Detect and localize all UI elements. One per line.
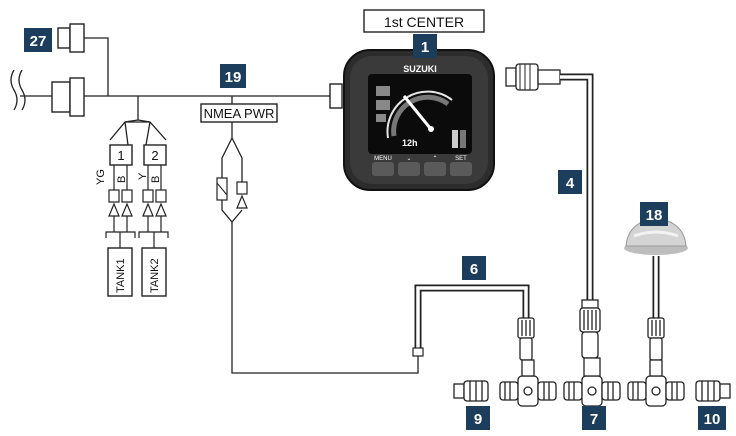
badge-18-text: 18	[646, 207, 663, 224]
break-mark	[10, 69, 18, 111]
badge-9: 9	[466, 406, 490, 430]
harness-connector-body	[69, 77, 85, 117]
branch-split	[124, 119, 139, 123]
badge-18: 18	[640, 202, 668, 226]
drop-connector-center	[579, 299, 601, 359]
nmea-pwr-join	[221, 200, 243, 224]
tank-wires	[113, 165, 162, 190]
connector-27	[57, 27, 71, 49]
badge-4: 4	[558, 170, 582, 194]
badge-6: 6	[462, 256, 486, 280]
badge-10: 10	[698, 406, 726, 430]
harness-connector	[51, 81, 71, 113]
wire-color-label: B	[150, 176, 162, 183]
tank1-box	[107, 247, 133, 297]
badge-19-text: 19	[225, 69, 242, 86]
badge-19: 19	[220, 64, 246, 88]
nmea-pwr-terminal	[236, 181, 248, 195]
first-center-box	[363, 9, 485, 33]
drop-connector-right	[647, 317, 665, 361]
sender-box-2-label: 2	[151, 148, 158, 163]
terminator-9	[453, 380, 489, 402]
sender-box-1	[109, 144, 133, 166]
badge-1-text: 1	[421, 39, 429, 56]
badge-4-text: 4	[566, 175, 575, 192]
gauge-menu-label: MENU	[374, 156, 392, 162]
gauge-backbone-connector	[505, 63, 561, 91]
badge-10-text: 10	[704, 411, 721, 428]
badge-6-text: 6	[470, 261, 478, 278]
tank1-label: TANK1	[115, 258, 127, 293]
nmea-pwr-split	[221, 137, 233, 178]
t-connector-center	[563, 357, 621, 407]
drop-connector-left	[517, 317, 535, 361]
tank2-box	[141, 247, 167, 297]
terminator-10	[695, 380, 731, 402]
badge-7: 7	[582, 406, 606, 430]
t-connector-left	[499, 359, 557, 407]
gauge-readout: 12h	[402, 138, 418, 148]
bus-end-connector	[329, 83, 343, 109]
badge-7-text: 7	[590, 411, 598, 428]
wire-color-label: B	[116, 176, 128, 183]
wire-color-label: Y	[137, 172, 149, 180]
branch-split	[137, 119, 151, 123]
backbone-cable-4	[560, 75, 592, 300]
tank-leads	[105, 216, 169, 248]
break-mark	[18, 69, 26, 111]
nmea-pwr-arrow	[236, 194, 248, 209]
badge-9-text: 9	[474, 411, 482, 428]
gauge-up-button	[424, 162, 446, 176]
branch-split	[124, 121, 129, 146]
t-connector-right	[627, 359, 685, 407]
first-center-label: 1st CENTER	[384, 14, 464, 30]
tank2-label: TANK2	[149, 258, 161, 293]
badge-27-text: 27	[30, 33, 47, 50]
nmea-pwr-return	[231, 222, 419, 374]
badge-27: 27	[24, 28, 52, 52]
gauge-down-button	[398, 162, 420, 176]
sender-box-2	[143, 144, 167, 166]
nmea-pwr-label: NMEA PWR	[204, 106, 275, 121]
extension-cable-6	[414, 284, 530, 350]
gauge-set-button	[450, 162, 472, 176]
gauge-up-label: ⌃	[432, 155, 437, 162]
cable-end	[412, 347, 424, 357]
branch-split	[145, 121, 151, 146]
sender-box-1-label: 1	[117, 148, 124, 163]
wire-27	[84, 37, 109, 96]
gauge-set-label: SET	[455, 156, 467, 162]
badge-1: 1	[413, 34, 437, 58]
extension-cable-6	[416, 286, 528, 350]
nmea-pwr-split	[231, 137, 243, 182]
connector-27-body	[69, 23, 85, 53]
terminals	[108, 189, 167, 203]
gauge-brand: SUZUKI	[403, 64, 437, 74]
gauge-menu-button	[372, 162, 394, 176]
nmea-pwr-box	[200, 103, 278, 123]
multi-gauge: SUZUKI 12h MENU ⌄ ⌃ SET	[343, 49, 495, 191]
wire-color-label: YG	[95, 169, 107, 185]
fuse-holder	[216, 182, 228, 196]
branch-split	[109, 121, 167, 141]
terminal-arrows	[108, 202, 167, 217]
gauge-down-label: ⌄	[406, 156, 411, 162]
